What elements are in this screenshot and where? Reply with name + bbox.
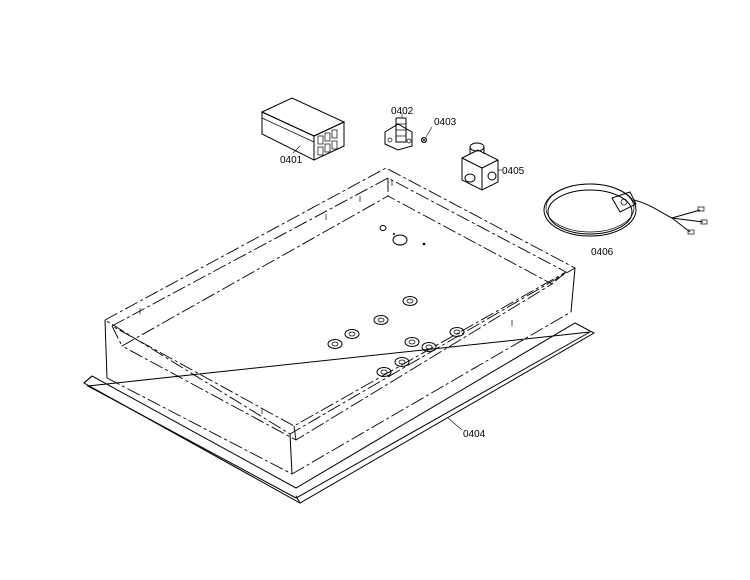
label-0402: 0402 [391,106,414,117]
label-0404: 0404 [463,429,486,440]
power-cord-part[interactable] [543,183,708,237]
control-module-part[interactable] [260,97,346,161]
terminal-block-part[interactable] [384,113,413,151]
pressure-regulator-part[interactable] [461,142,502,191]
screw-part[interactable] [421,126,433,143]
label-0405: 0405 [502,166,525,177]
label-0406: 0406 [591,247,614,258]
label-0403: 0403 [434,117,457,128]
label-0401: 0401 [280,155,303,166]
cooktop-tray-part[interactable] [83,167,596,504]
